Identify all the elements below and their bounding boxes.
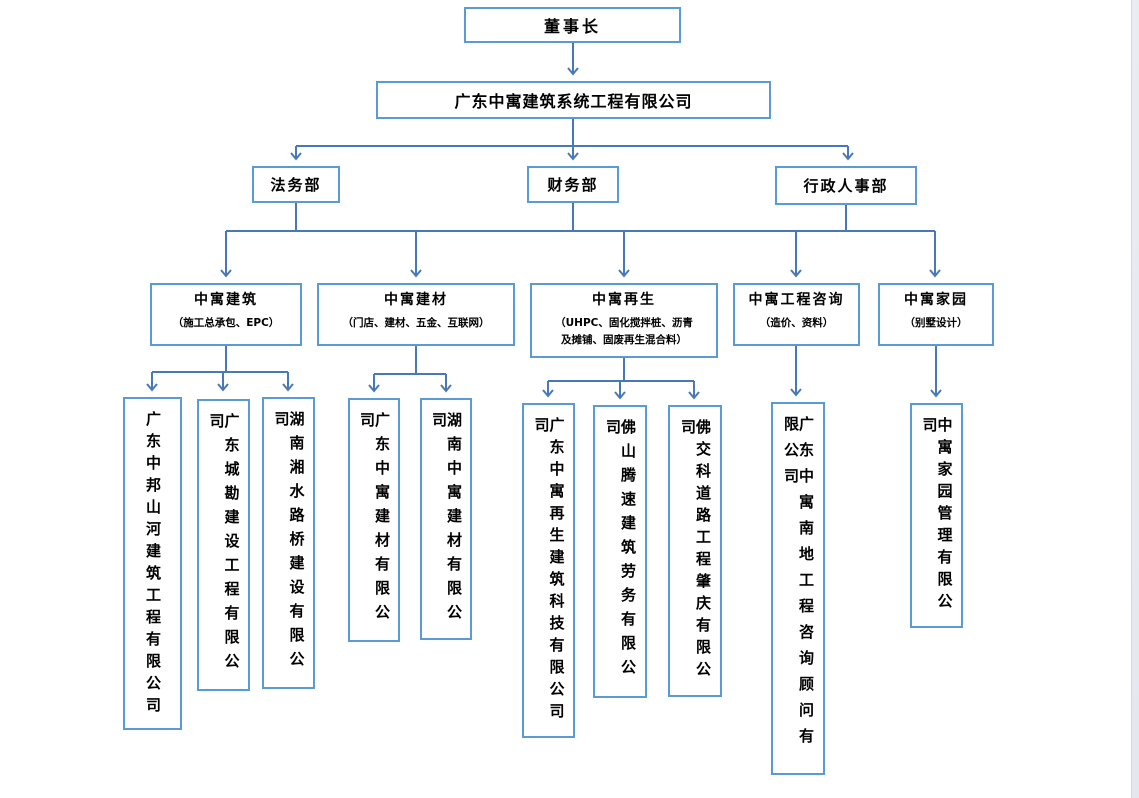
- division-title: 中寓家园: [904, 292, 968, 308]
- node-dept-legal: 法务部: [252, 166, 340, 203]
- node-chairman: 董事长: [464, 7, 681, 43]
- node-subsidiary: 佛山腾速建筑劳务有限公司: [593, 405, 647, 698]
- node-dept-finance: 财务部: [527, 166, 619, 203]
- subsidiary-name: 佛山腾速建筑劳务有限公司: [604, 419, 637, 683]
- subsidiary-name: 佛交科道路工程肇庆有限公司: [679, 419, 712, 683]
- node-subsidiary: 佛交科道路工程肇庆有限公司: [668, 405, 722, 697]
- node-subsidiary: 广东中寓再生建筑科技有限公司司: [522, 403, 575, 738]
- subsidiary-name: 湖南湘水路桥建设有限公司: [272, 411, 306, 675]
- division-subtitle: （别墅设计）: [904, 316, 968, 329]
- subsidiary-name: 广东中邦山河建筑工程有限公司: [144, 411, 162, 719]
- node-division-materials: 中寓建材 （门店、建材、五金、互联网）: [317, 283, 515, 346]
- division-subtitle: （造价、资料）: [759, 316, 834, 329]
- subsidiary-name: 广东中寓再生建筑科技有限公司司: [532, 417, 566, 725]
- subsidiary-name: 广东中寓建材有限公司: [358, 412, 391, 628]
- division-subtitle: （UHPC、固化搅拌桩、沥青: [555, 316, 693, 329]
- subsidiary-name: 湖南中寓建材有限公司: [430, 412, 463, 628]
- division-subtitle: （门店、建材、五金、互联网）: [342, 316, 490, 329]
- node-subsidiary: 广东中寓建材有限公司: [348, 398, 400, 642]
- node-division-homes: 中寓家园 （别墅设计）: [878, 283, 994, 346]
- division-subtitle-line2: 及摊铺、固废再生混合料）: [561, 333, 687, 346]
- division-title: 中寓建材: [384, 292, 448, 308]
- division-title: 中寓再生: [592, 292, 656, 308]
- division-subtitle: （施工总承包、EPC）: [172, 316, 280, 329]
- node-division-construction: 中寓建筑 （施工总承包、EPC）: [150, 283, 302, 346]
- node-dept-admin-hr: 行政人事部: [775, 166, 917, 205]
- node-subsidiary: 湖南中寓建材有限公司: [420, 398, 472, 640]
- division-title: 中寓工程咨询: [748, 292, 845, 308]
- node-subsidiary: 广东中寓南地工程咨询顾问有限公司: [771, 402, 825, 775]
- node-division-consulting: 中寓工程咨询 （造价、资料）: [733, 283, 860, 346]
- subsidiary-name: 广东中寓南地工程咨询顾问有限公司: [782, 416, 815, 754]
- node-company: 广东中寓建筑系统工程有限公司: [376, 81, 771, 119]
- page-edge-strip: [1131, 0, 1139, 798]
- subsidiary-name: 广东城勘建设工程有限公司: [207, 413, 241, 677]
- node-subsidiary: 广东中邦山河建筑工程有限公司: [123, 397, 182, 730]
- node-subsidiary: 湖南湘水路桥建设有限公司: [262, 397, 315, 689]
- division-title: 中寓建筑: [194, 292, 258, 308]
- subsidiary-name: 中寓家园管理有限公司: [920, 417, 954, 615]
- node-division-recycling: 中寓再生 （UHPC、固化搅拌桩、沥青 及摊铺、固废再生混合料）: [530, 283, 718, 358]
- node-subsidiary: 广东城勘建设工程有限公司: [197, 399, 250, 691]
- node-subsidiary: 中寓家园管理有限公司: [910, 403, 963, 628]
